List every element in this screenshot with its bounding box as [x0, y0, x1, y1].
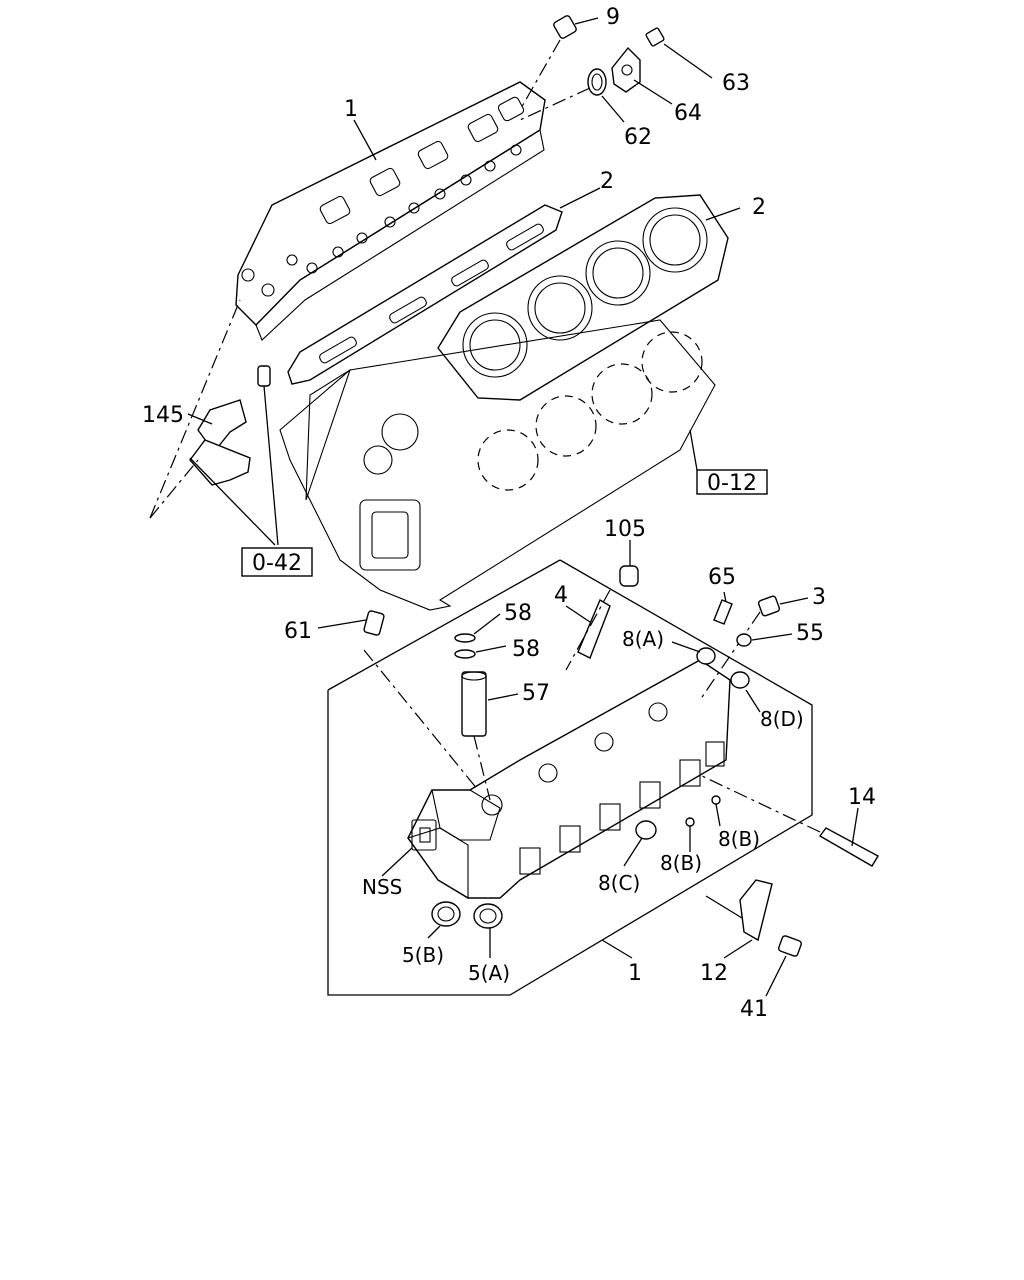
label-1-top: 1 — [344, 97, 358, 122]
ref-0-12-text: 0-12 — [707, 471, 757, 496]
label-64: 64 — [674, 101, 702, 126]
label-2-right: 2 — [752, 195, 766, 220]
label-57: 57 — [522, 681, 550, 706]
ref-box-0-42[interactable]: 0-42 — [241, 547, 313, 577]
ref-box-0-12[interactable]: 0-12 — [696, 469, 768, 496]
part-64-cover-plate — [611, 46, 641, 93]
part-8B-plugs — [685, 795, 721, 827]
bracket-145 — [189, 365, 271, 486]
part-41-bolt — [778, 935, 802, 957]
part-105-cap — [619, 565, 639, 587]
gasket-left — [287, 204, 563, 385]
label-5A: 5(A) — [468, 961, 510, 985]
part-65-stud — [713, 599, 733, 625]
part-61-plug — [363, 610, 479, 791]
part-8A-plug — [696, 647, 716, 665]
label-58-a: 58 — [504, 601, 532, 626]
part-4-valve-guide — [577, 598, 611, 659]
label-105: 105 — [604, 517, 646, 542]
label-63: 63 — [722, 71, 750, 96]
label-41: 41 — [740, 997, 768, 1022]
part-3-bolt — [699, 595, 781, 701]
part-14-stud — [699, 774, 879, 867]
part-58-o-rings — [454, 633, 476, 659]
label-58-b: 58 — [512, 637, 540, 662]
part-8C-plug — [635, 820, 657, 840]
label-12: 12 — [700, 961, 728, 986]
bolt-9 — [519, 15, 577, 111]
part-5B-seal — [431, 901, 461, 927]
label-62: 62 — [624, 125, 652, 150]
label-5B: 5(B) — [402, 943, 444, 967]
part-12-plate — [705, 879, 773, 942]
label-2-left: 2 — [600, 169, 614, 194]
label-8D: 8(D) — [760, 707, 804, 731]
label-65: 65 — [708, 565, 736, 590]
label-8B-a: 8(B) — [718, 827, 760, 851]
cylinder-head-assembly — [407, 659, 731, 899]
part-57-sleeve — [461, 671, 491, 801]
cylinder-head-plate-upper — [235, 81, 546, 341]
label-8A: 8(A) — [622, 627, 664, 651]
label-61: 61 — [284, 619, 312, 644]
label-NSS: NSS — [362, 875, 402, 899]
part-55-washer — [736, 633, 752, 647]
label-8C: 8(C) — [598, 871, 640, 895]
label-14: 14 — [848, 785, 876, 810]
label-9: 9 — [606, 5, 620, 30]
ref-0-42-text: 0-42 — [252, 551, 302, 576]
cylinder-block-outline — [279, 319, 716, 611]
label-3: 3 — [812, 585, 826, 610]
part-63-bolt — [645, 27, 665, 47]
part-5A-seal — [473, 903, 503, 929]
label-1-bottom: 1 — [628, 961, 642, 986]
label-8B-b: 8(B) — [660, 851, 702, 875]
part-62-seal-ring — [587, 68, 607, 96]
label-145: 145 — [142, 403, 184, 428]
label-55: 55 — [796, 621, 824, 646]
part-8D-plug — [730, 671, 750, 689]
label-4: 4 — [554, 583, 568, 608]
head-gasket-right — [437, 194, 729, 401]
